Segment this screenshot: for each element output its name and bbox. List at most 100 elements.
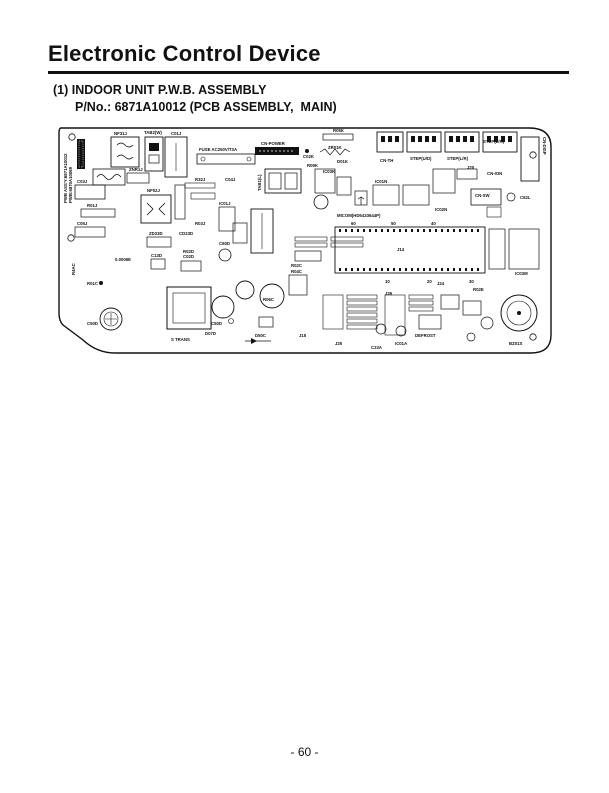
c02k-label: C02K xyxy=(303,154,315,159)
resistor-array xyxy=(294,236,434,336)
tab1-label: TAB1(L) xyxy=(257,174,262,191)
ic03m-label: IC03M xyxy=(515,271,528,276)
r32j-label: R32J xyxy=(195,177,206,182)
step-ud-label: STEP(U/D) xyxy=(410,156,432,161)
page-title: Electronic Control Device xyxy=(48,41,321,66)
cn-sw-label: CN-SW xyxy=(475,193,491,198)
pin-10-label: 10 xyxy=(385,279,390,284)
pcb-layout-diagram: PWB ASS'Y:6871A10012 PWB:6870A10069 NF31… xyxy=(58,127,552,354)
page-number: - 60 - xyxy=(290,745,319,759)
j14-label: J14 xyxy=(397,247,405,252)
nf02j-label: NF02J xyxy=(147,188,161,193)
mount-hole xyxy=(67,234,75,242)
j20-label: J20 xyxy=(467,165,475,170)
pin-40-label: 40 xyxy=(431,221,436,226)
title-rule xyxy=(48,71,569,74)
defrost-label: DEFROST xyxy=(415,333,436,338)
mount-hole xyxy=(68,133,76,141)
r02d-label: R02D xyxy=(183,249,194,254)
capacitor-c3 xyxy=(259,283,285,309)
zns1j-label: ZNR1J xyxy=(129,167,143,172)
ic01j-label: IC01J xyxy=(219,201,231,206)
pin-30-label: 30 xyxy=(469,279,474,284)
cn-th-label: CN-TH xyxy=(380,158,393,163)
capacitor-c2 xyxy=(235,280,255,300)
r06c-label: R06C xyxy=(263,297,274,302)
micom-chip xyxy=(334,226,486,274)
j25-label: J25 xyxy=(335,341,343,346)
c04j-label: C04J xyxy=(225,177,236,182)
r02e-label: R02E xyxy=(473,287,484,292)
nf31j-filter xyxy=(110,136,140,168)
nf02j-filter xyxy=(140,194,172,224)
capacitor-c1 xyxy=(211,295,235,319)
micom-label: MICOM(HD6433644P) xyxy=(337,213,381,218)
step-lr-label: STEP(L/R) xyxy=(447,156,469,161)
cn-power-label: CN-POWER xyxy=(261,141,286,146)
cn-disp-connector xyxy=(482,131,518,153)
relay-block xyxy=(250,208,274,254)
ic02n-label: IC02N xyxy=(435,207,447,212)
nf31j-label: NF31J xyxy=(114,131,128,136)
pin-20-label: 20 xyxy=(427,279,432,284)
step-lr-connector xyxy=(444,131,480,153)
fuse-holder xyxy=(196,153,256,165)
d01k-label: D01K xyxy=(337,159,349,164)
c05j-label: C05J xyxy=(77,221,88,226)
c51d-label: C50D xyxy=(87,321,98,326)
c13d-label: C13D xyxy=(151,253,162,258)
section-heading: (1) INDOOR UNIT P.W.B. ASSEMBLY xyxy=(53,83,267,97)
r09k-label: R09K xyxy=(307,163,319,168)
j24-label: J24 xyxy=(437,281,445,286)
c01j-label: C01J xyxy=(171,131,182,136)
s-trans-label: S TRANS xyxy=(171,337,190,342)
c60d-label: C60D xyxy=(219,241,230,246)
d07d-label: D07D xyxy=(205,331,216,336)
ic01a-label: IC01A xyxy=(395,341,407,346)
cn-disp-label: CN-DISP xyxy=(542,137,547,155)
cn-th-connector xyxy=(376,131,404,153)
s-trans-transformer xyxy=(166,286,212,330)
ic03k-component xyxy=(313,194,329,210)
c62l-label: C62L xyxy=(520,195,531,200)
part-number: P/No.: 6871A10012 (PCB ASSEMBLY, MAIN) xyxy=(75,100,337,114)
pin-60-label: 60 xyxy=(351,221,356,226)
mount-hole xyxy=(529,333,537,341)
pin-50-label: 50 xyxy=(391,221,396,226)
micom-pins xyxy=(339,229,479,271)
board-outline xyxy=(58,127,552,354)
d50c-label: D50C xyxy=(255,333,266,338)
c02d-label: C02D xyxy=(183,254,194,259)
zd23d-label: ZD23D xyxy=(149,231,163,236)
c23a-label: C23A xyxy=(371,345,382,350)
step-ud-connector xyxy=(406,131,442,153)
cn-sw-connector xyxy=(470,188,502,206)
r04c-label: R04C xyxy=(291,269,302,274)
zr01k-label: ZR01K xyxy=(328,145,343,150)
tab1-terminal xyxy=(264,168,302,194)
r01j-label: R01J xyxy=(87,203,98,208)
c03j-label: C03J xyxy=(77,179,88,184)
mount-hole xyxy=(529,151,537,159)
main-capacitor xyxy=(99,307,123,331)
r01c-label: R01C xyxy=(87,281,98,286)
cn-ion-label: CN-ION xyxy=(487,171,502,176)
cn-connector-strip xyxy=(77,139,85,169)
pwb-number-label: PWB:6870A10069 xyxy=(68,166,73,203)
fuse-label: FUSE AC250V/T3A xyxy=(199,147,237,152)
ic01n-label: IC01N xyxy=(375,179,387,184)
r03j-label: R03J xyxy=(195,221,206,226)
step-lr-label-2: STEP(L/R) xyxy=(483,139,505,144)
tab2-terminal xyxy=(144,136,164,172)
cd23d-label: CD23D xyxy=(179,231,193,236)
r02c-label: R02C xyxy=(291,263,302,268)
c50d-label: C50D xyxy=(211,321,222,326)
bz01s-label: BZ01S xyxy=(509,341,523,346)
pwb-part-label: PWB ASS'Y:6871A10012 xyxy=(63,153,68,203)
ac1-label: R4AC xyxy=(71,263,76,275)
j35-label: J35 xyxy=(385,291,393,296)
r05k-label: R05K xyxy=(333,128,345,133)
ic03k-label: IC03K xyxy=(323,169,336,174)
j15-label: J15 xyxy=(299,333,307,338)
rel-cap-label: 0.0006E xyxy=(115,257,131,262)
